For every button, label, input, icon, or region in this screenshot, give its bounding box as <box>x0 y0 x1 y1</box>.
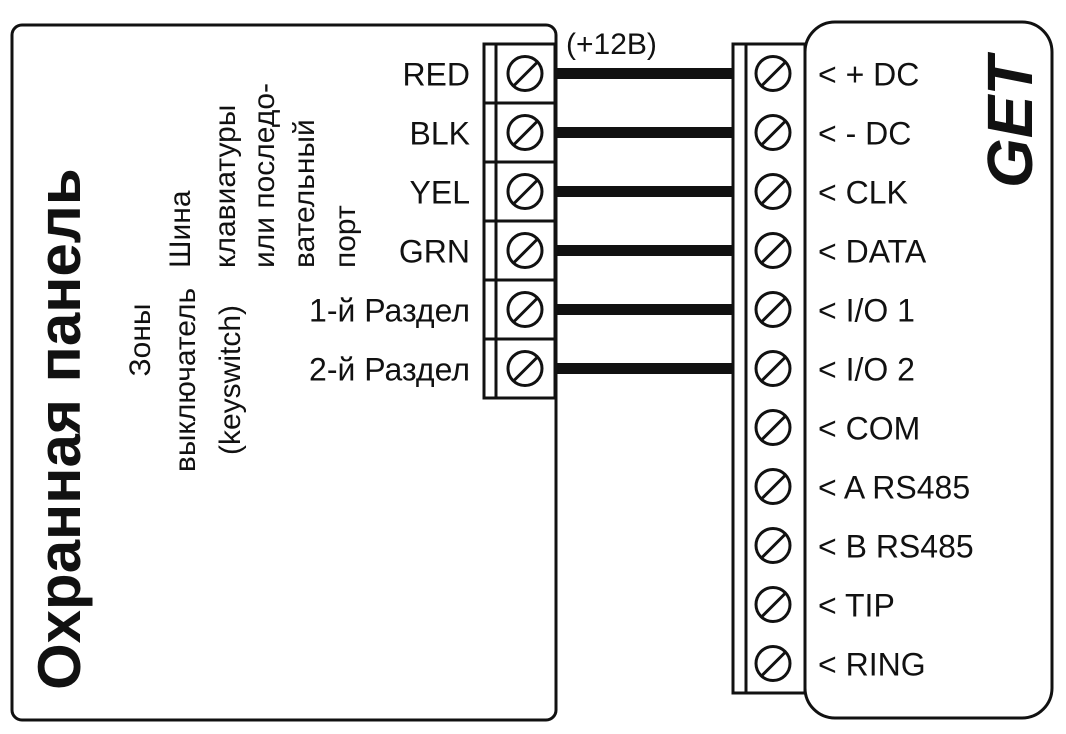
keypad-line-3: или последо- <box>248 83 281 268</box>
device-terminal-screw-icon <box>754 350 792 387</box>
panel-terminal-block <box>482 42 557 400</box>
device-terminal-screw-icon <box>754 55 792 92</box>
zones-line-2: выключатель <box>169 288 202 472</box>
panel-terminal-screw-icon <box>506 55 544 92</box>
panel-terminal-screw-icon <box>506 350 544 387</box>
device-terminal-label: < CLK <box>818 175 908 211</box>
device-terminal-screw-icon <box>754 527 792 564</box>
device-terminal-label: < A RS485 <box>818 470 970 506</box>
wires <box>555 68 733 374</box>
panel-terminal-label: 2-й Раздел <box>309 352 470 388</box>
device-terminal-screw-icon <box>754 586 792 623</box>
panel-terminal-screw-icon <box>506 173 544 210</box>
panel-terminal-label: RED <box>402 57 470 93</box>
device-terminal-label: < + DC <box>818 57 919 93</box>
device-terminal-block <box>731 42 807 695</box>
keypad-line-1: Шина <box>164 190 197 268</box>
device-terminal-label: < - DC <box>818 116 911 152</box>
zones-line-1: Зоны <box>124 304 157 377</box>
device-terminal-screw-icon <box>754 409 792 446</box>
device-terminal-labels: < + DC < - DC < CLK < DATA < I/O 1 < I/O 2 < C… <box>818 57 974 683</box>
panel-title: Охранная панель <box>26 168 93 690</box>
device-brand: GET <box>974 52 1046 188</box>
panel-terminal-label: BLK <box>410 116 470 152</box>
security-panel-box <box>10 23 558 722</box>
device-terminal-screw-icon <box>754 468 792 505</box>
panel-terminal-label: GRN <box>399 234 470 270</box>
keypad-bus-group-label: Шина клавиатуры или последо- вательный п… <box>164 83 362 268</box>
panel-terminal-screw-icon <box>506 291 544 328</box>
panel-terminal-label: 1-й Раздел <box>309 293 470 329</box>
device-terminal-label: < B RS485 <box>818 529 974 565</box>
device-terminal-screw-icon <box>754 291 792 328</box>
device-terminal-label: < DATA <box>818 234 927 270</box>
device-terminal-screw-icon <box>754 232 792 269</box>
wire-note-12v: (+12В) <box>566 28 657 61</box>
zones-line-3: (keyswitch) <box>214 305 247 455</box>
keypad-line-2: клавиатуры <box>209 105 242 268</box>
panel-terminal-screw-icon <box>506 232 544 269</box>
keypad-line-5: порт <box>329 205 362 268</box>
keypad-line-4: вательный <box>288 119 321 268</box>
device-terminal-label: < I/O 1 <box>818 293 915 329</box>
panel-terminal-label: YEL <box>410 175 470 211</box>
device-terminal-label: < I/O 2 <box>818 352 915 388</box>
panel-terminal-screw-icon <box>506 114 544 151</box>
device-terminal-screw-icon <box>754 173 792 210</box>
device-terminal-label: < COM <box>818 411 920 447</box>
device-terminal-label: < RING <box>818 647 926 683</box>
device-terminal-label: < TIP <box>818 588 895 624</box>
panel-terminal-labels: RED BLK YEL GRN 1-й Раздел 2-й Раздел <box>309 57 470 388</box>
device-terminal-screw-icon <box>754 114 792 151</box>
zones-group-label: Зоны выключатель (keyswitch) <box>124 288 247 472</box>
device-terminal-screw-icon <box>754 645 792 682</box>
